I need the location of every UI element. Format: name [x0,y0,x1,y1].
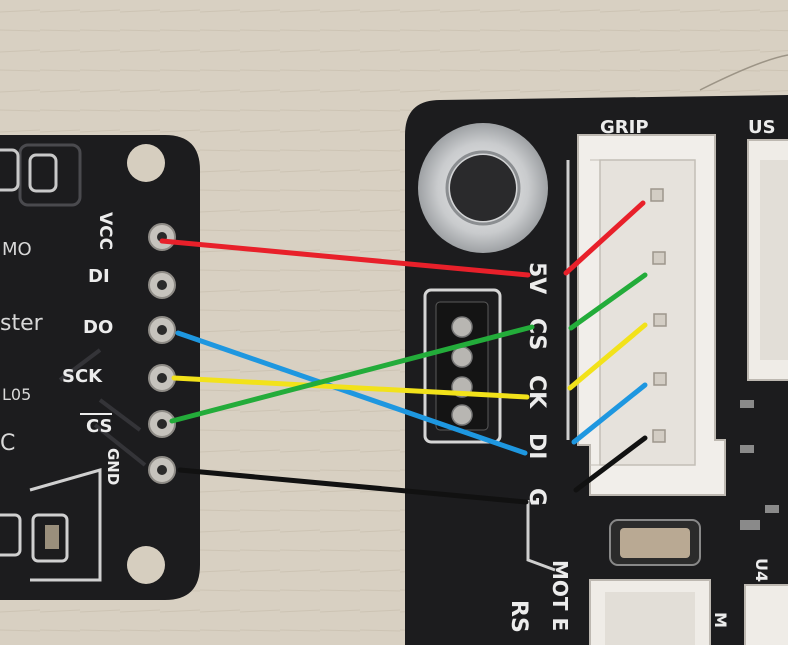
wire-cs-to-connector [568,272,648,331]
connector-pin [652,251,666,265]
partial-label: ster [0,311,44,336]
wires [159,200,648,505]
partial-label-m: M [711,612,730,628]
connector-pin [652,429,666,443]
wire-sck-to-ck [171,375,530,400]
grip-connector [577,134,726,496]
partial-label: C [0,431,15,456]
pin-label-gnd: GND [104,448,122,485]
mounting-hole [127,144,165,182]
pin-label-g: G [524,488,549,506]
motor-label: MOT E [548,560,572,631]
connector-pin [653,313,667,327]
pin-label-5v: 5V [524,262,549,294]
pin-label-di-right: DI [524,433,549,459]
mounting-hole [450,155,516,221]
pin-label-ck: CK [524,375,549,409]
wire-ck-to-connector [567,322,648,391]
wire-g-to-connector [573,435,648,493]
mounting-hole [127,546,165,584]
chip-label-u4: U4 [752,558,771,582]
wire-gnd-to-g [177,467,529,505]
pin-label-di: DI [88,266,110,287]
grip-header-label: GRIP [600,117,649,138]
connector-pin [650,188,664,202]
pin-label-cs: CS [86,416,113,437]
wire-5v-to-connector [563,200,646,276]
wire-do-to-di [175,330,528,456]
side-header-label: US [748,117,776,138]
wire-vcc-to-5v [159,238,531,278]
rs-label: RS [506,600,531,633]
pin-label-vcc: VCC [95,212,115,250]
pin-label-do: DO [83,317,113,338]
wire-di-to-connector [571,382,648,445]
left-breakout-board: MO ster L05 C VCC DI DO SCK CS GND [0,135,200,600]
bottom-connector [744,584,788,645]
partial-label: MO [2,239,32,260]
wire-cs-to-cs [169,324,535,424]
pin-label-sck: SCK [62,366,103,387]
partial-label: L05 [2,385,31,404]
right-controller-board: GRIP US 5V CS CK DI G [405,95,788,645]
connector-pin [653,372,667,386]
pin-label-cs-right: CS [524,318,549,350]
